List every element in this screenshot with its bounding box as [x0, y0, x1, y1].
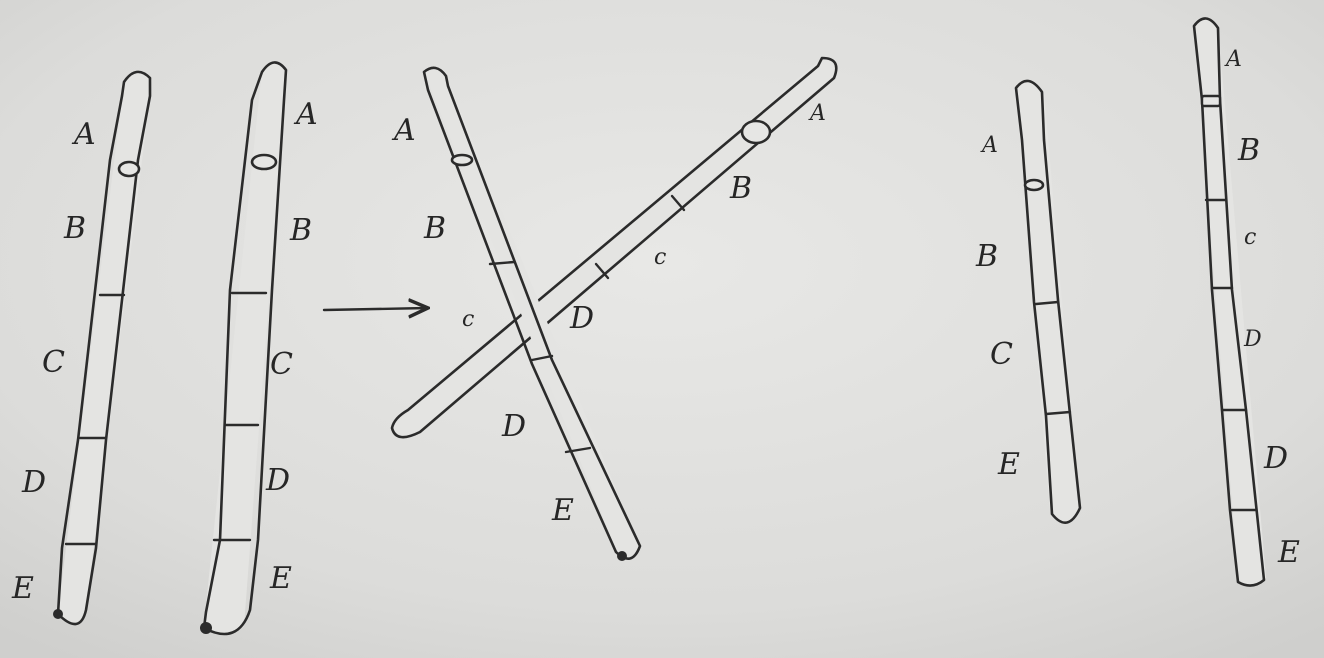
label-D: D: [1263, 441, 1288, 476]
label-D: D: [501, 409, 526, 444]
label-A: A: [71, 117, 96, 152]
arrow-icon: [322, 308, 428, 310]
label-B: B: [423, 211, 446, 246]
label-D: D: [1243, 327, 1262, 352]
centromere: [1023, 178, 1045, 192]
label-B: B: [1237, 133, 1260, 168]
label-c: c: [462, 307, 474, 332]
centromere: [117, 160, 141, 178]
label-A: A: [1224, 47, 1242, 72]
chromosome-2: A B C D E: [200, 61, 318, 636]
label-B: B: [975, 239, 998, 274]
centromere: [1200, 94, 1222, 108]
label-E: E: [269, 561, 292, 596]
result-chromosome-long: A B c D D E: [1192, 17, 1300, 587]
result-chromosome-short: A B C E: [975, 79, 1082, 524]
crossing-chromosomes: A B c D E A B c D: [390, 56, 838, 561]
label-B: B: [63, 211, 86, 246]
chromosome-1: A B C D E: [11, 70, 152, 626]
label-E: E: [551, 493, 574, 528]
label-C: C: [270, 347, 293, 382]
label-c: c: [1244, 225, 1256, 250]
label-A: A: [808, 101, 826, 126]
label-E: E: [1277, 535, 1300, 570]
label-B: B: [729, 171, 752, 206]
label-D: D: [265, 463, 290, 498]
centromere: [740, 119, 772, 145]
label-A: A: [293, 97, 318, 132]
label-E: E: [997, 447, 1020, 482]
label-c: c: [654, 245, 666, 270]
label-C: C: [990, 337, 1013, 372]
label-B: B: [289, 213, 312, 248]
label-E: E: [11, 571, 34, 606]
label-A: A: [391, 113, 416, 148]
label-A: A: [980, 133, 998, 158]
label-D: D: [21, 465, 46, 500]
label-C: C: [42, 345, 65, 380]
label-D: D: [569, 301, 594, 336]
centromere: [450, 153, 474, 167]
centromere: [250, 153, 278, 171]
